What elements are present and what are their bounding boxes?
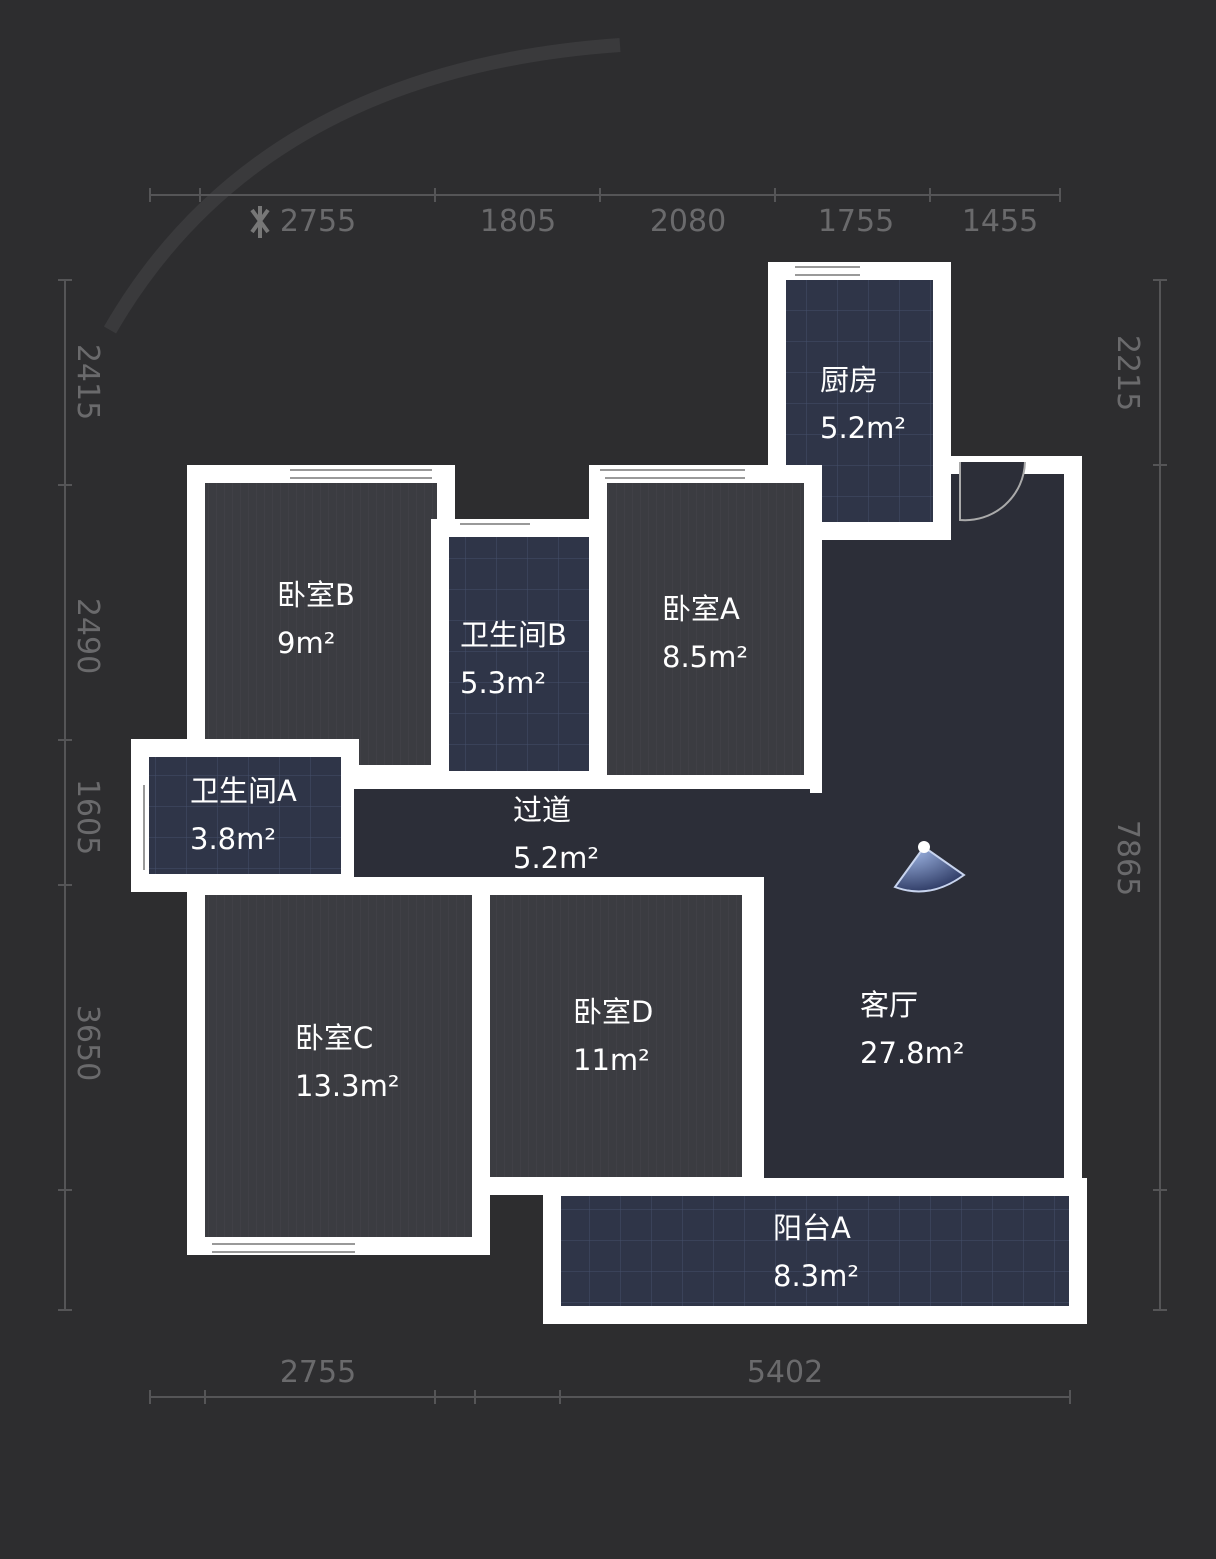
door-swing [959, 461, 1026, 522]
room-area-living: 27.8m² [860, 1036, 964, 1070]
room-area-bathroom-a: 3.8m² [190, 822, 276, 856]
view-direction-icon [893, 841, 966, 893]
room-bathroom-a [131, 739, 359, 892]
dim-bottom-2: 5402 [747, 1355, 823, 1390]
room-area-bedroom-b: 9m² [277, 626, 335, 660]
room-area-bedroom-a: 8.5m² [662, 640, 748, 674]
room-name-bathroom-a: 卫生间A [190, 774, 297, 808]
dim-top-4: 1755 [818, 204, 894, 239]
dim-top-2: 1805 [480, 204, 556, 239]
room-area-kitchen: 5.2m² [820, 411, 906, 445]
dim-left-2: 2490 [70, 598, 105, 674]
room-name-bathroom-b: 卫生间B [460, 618, 567, 652]
room-area-bedroom-c: 13.3m² [295, 1069, 399, 1103]
room-area-bathroom-b: 5.3m² [460, 666, 546, 700]
decorative-arc [103, 38, 621, 334]
room-area-bedroom-d: 11m² [573, 1043, 650, 1077]
dim-top-1: 2755 [280, 204, 356, 239]
fan-icon [250, 206, 270, 238]
window [143, 266, 860, 1253]
room-name-corridor: 过道 [513, 793, 571, 827]
room-name-bedroom-a: 卧室A [662, 592, 740, 626]
room-bedroom-c [187, 877, 490, 1255]
dim-left-3: 1605 [70, 779, 105, 855]
dim-bottom-1: 2755 [280, 1355, 356, 1390]
room-name-bedroom-c: 卧室C [295, 1021, 373, 1055]
dim-top-5: 1455 [962, 204, 1038, 239]
room-corridor [354, 789, 810, 877]
room-name-kitchen: 厨房 [820, 363, 878, 397]
dimension-lines [58, 188, 1167, 1404]
room-bedroom-a [589, 465, 822, 793]
room-balcony-a [543, 1178, 1087, 1324]
room-name-bedroom-d: 卧室D [573, 995, 653, 1029]
dim-right-1: 2215 [1110, 335, 1145, 411]
room-bedroom-d [472, 877, 760, 1195]
room-name-bedroom-b: 卧室B [277, 578, 355, 612]
room-area-corridor: 5.2m² [513, 841, 599, 875]
room-name-living: 客厅 [860, 988, 918, 1022]
room-area-balcony-a: 8.3m² [773, 1259, 859, 1293]
room-bathroom-b [431, 519, 609, 789]
dim-top-3: 2080 [650, 204, 726, 239]
dim-left-4: 3650 [70, 1005, 105, 1081]
room-bedroom-b [187, 465, 455, 783]
dim-right-2: 7865 [1110, 820, 1145, 896]
dim-left-1: 2415 [70, 344, 105, 420]
room-name-balcony-a: 阳台A [773, 1211, 851, 1245]
